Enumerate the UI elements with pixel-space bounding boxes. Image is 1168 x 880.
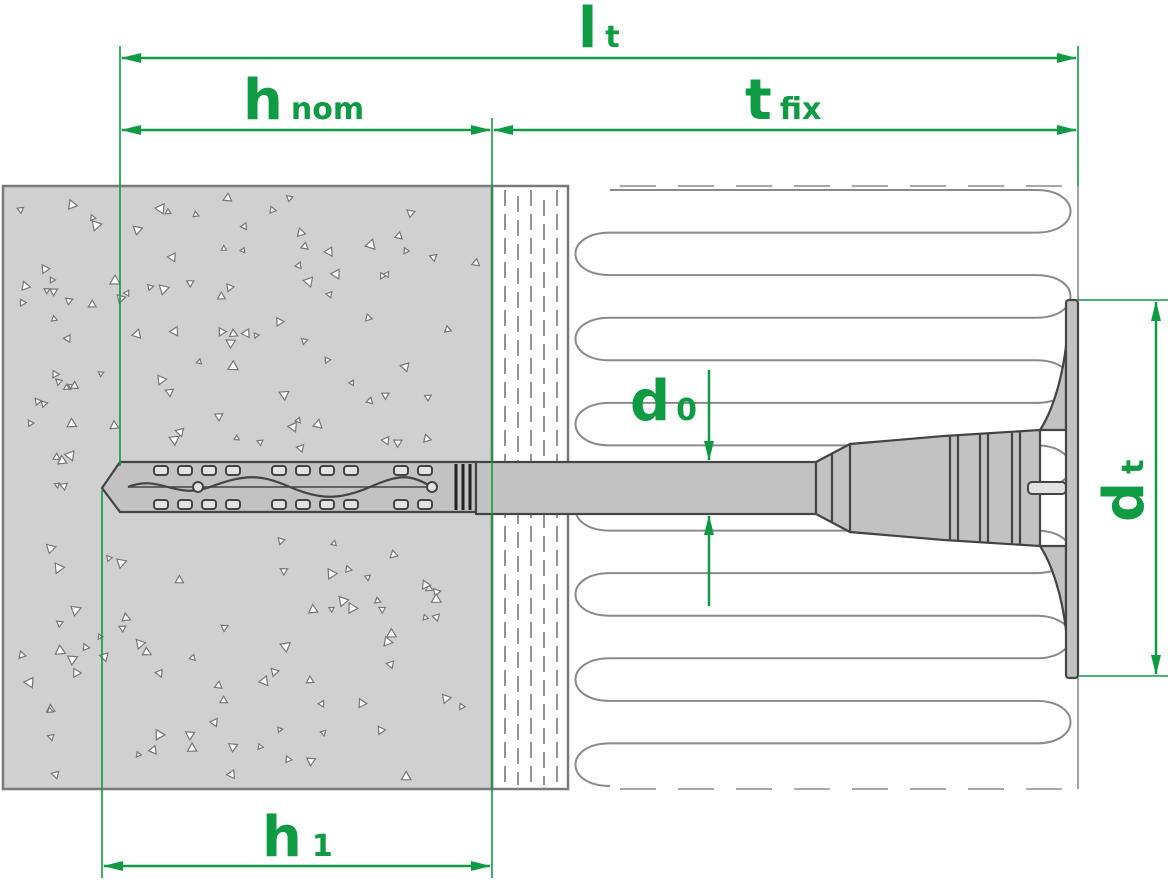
- anchor-ribs: [153, 465, 433, 510]
- label-dt: dt: [1092, 460, 1157, 522]
- dimension-arrows: [103, 53, 1161, 871]
- extension-lines: [101, 46, 1168, 878]
- concrete-aggregate: [16, 192, 481, 781]
- insulation-anchor: [100, 298, 1080, 680]
